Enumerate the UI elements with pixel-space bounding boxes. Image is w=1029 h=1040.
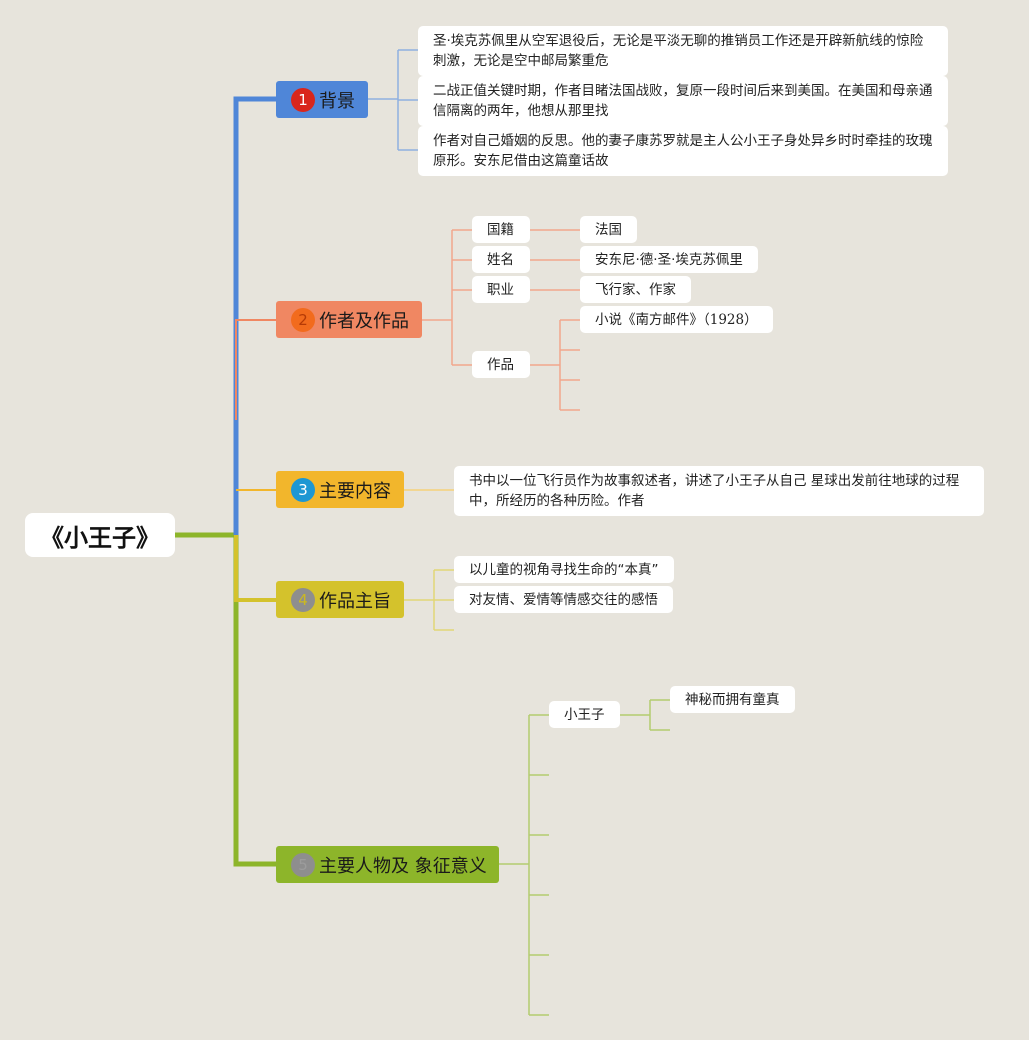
number-2-icon: 2 bbox=[291, 307, 315, 332]
main-content-note[interactable]: 书中以一位飞行员作为故事叙述者，讲述了小王子从自己 星球出发前往地球的过程中，所… bbox=[454, 466, 984, 516]
author-key-nationality[interactable]: 国籍 bbox=[472, 216, 530, 243]
branch-label: 主要人物及 象征意义 bbox=[319, 855, 487, 877]
branch-characters[interactable]: 5 主要人物及 象征意义 bbox=[276, 846, 499, 883]
background-note-1[interactable]: 圣·埃克苏佩里从空军退役后，无论是平淡无聊的推销员工作还是开辟新航线的惊险刺激，… bbox=[418, 26, 948, 76]
branch-label: 作品主旨 bbox=[319, 590, 391, 612]
branch-background[interactable]: 1 背景 bbox=[276, 81, 368, 118]
branch-label: 作者及作品 bbox=[319, 310, 409, 332]
theme-item-2[interactable]: 对友情、爱情等情感交往的感悟 bbox=[454, 586, 673, 613]
background-note-2[interactable]: 二战正值关键时期，作者目睹法国战败，复原一段时间后来到美国。在美国和母亲通信隔离… bbox=[418, 76, 948, 126]
work-item[interactable]: 小说《南方邮件》（1928） bbox=[580, 306, 773, 333]
character-little-prince[interactable]: 小王子 bbox=[549, 701, 620, 728]
number-5-icon: 5 bbox=[291, 852, 315, 877]
branch-theme[interactable]: 4 作品主旨 bbox=[276, 581, 404, 618]
number-1-icon: 1 bbox=[291, 87, 315, 112]
theme-item-1[interactable]: 以儿童的视角寻找生命的“本真” bbox=[454, 556, 674, 583]
character-trait[interactable]: 神秘而拥有童真 bbox=[670, 686, 795, 713]
author-value-name[interactable]: 安东尼·德·圣·埃克苏佩里 bbox=[580, 246, 758, 273]
root-title: 《小王子》 bbox=[40, 523, 160, 552]
author-key-works[interactable]: 作品 bbox=[472, 351, 530, 378]
number-4-icon: 4 bbox=[291, 587, 315, 612]
branch-main-content[interactable]: 3 主要内容 bbox=[276, 471, 404, 508]
root-node[interactable]: 《小王子》 bbox=[25, 513, 175, 557]
author-key-occupation[interactable]: 职业 bbox=[472, 276, 530, 303]
author-value-occupation[interactable]: 飞行家、作家 bbox=[580, 276, 691, 303]
author-key-name[interactable]: 姓名 bbox=[472, 246, 530, 273]
number-3-icon: 3 bbox=[291, 477, 315, 502]
author-value-nationality[interactable]: 法国 bbox=[580, 216, 637, 243]
branch-label: 主要内容 bbox=[319, 480, 391, 502]
background-note-3[interactable]: 作者对自己婚姻的反思。他的妻子康苏罗就是主人公小王子身处异乡时时牵挂的玫瑰原形。… bbox=[418, 126, 948, 176]
branch-label: 背景 bbox=[319, 90, 355, 112]
branch-author-works[interactable]: 2 作者及作品 bbox=[276, 301, 422, 338]
